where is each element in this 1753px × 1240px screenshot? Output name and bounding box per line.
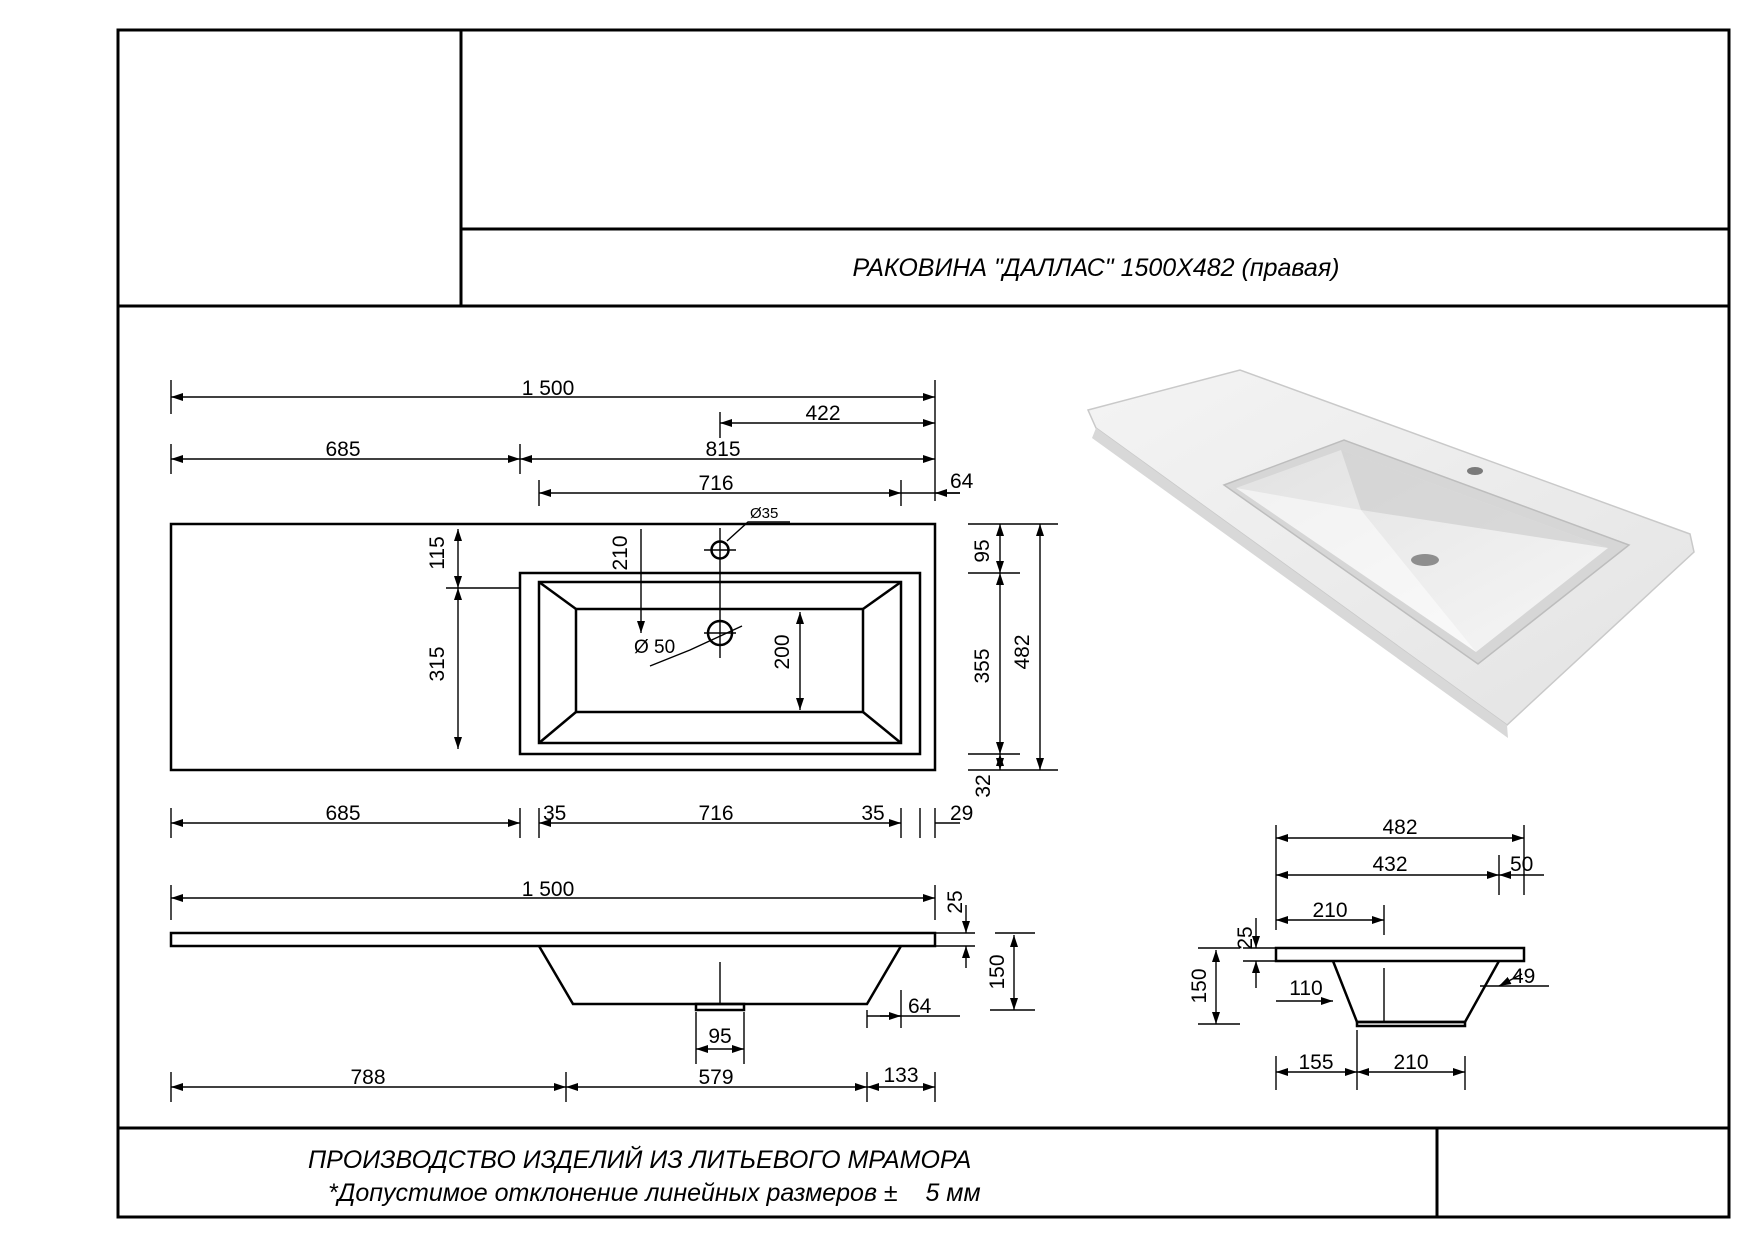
dim-bowl-top: 115: [426, 536, 449, 569]
dim-drain-hole: Ø 50: [634, 637, 675, 658]
dim-rim-right: 35: [861, 802, 884, 825]
dim-tap-offset: 422: [805, 402, 840, 425]
footer-tolerance-line: *Допустимое отклонение линейных размеров…: [328, 1178, 981, 1208]
dim-side-bottom-left: 155: [1298, 1051, 1333, 1074]
sink-image-drain: [1411, 554, 1439, 566]
dim-bottom-left: 685: [325, 802, 360, 825]
dim-side-back-slope: 110: [1289, 977, 1322, 1000]
front-view-dimensions: [170, 885, 1035, 1102]
dim-side-front-slope: 49: [1512, 965, 1535, 988]
dim-side-bottom-width: 210: [1393, 1051, 1428, 1074]
dim-right-part: 815: [705, 438, 740, 461]
dim-bowl-outer: 716: [698, 472, 733, 495]
dim-side-depth: 482: [1382, 816, 1417, 839]
sheet-frame: [116, 28, 1731, 1219]
dim-right-margin: 64: [950, 470, 974, 493]
dim-middle: 355: [971, 648, 994, 683]
dim-tap-hole: Ø35: [750, 505, 778, 522]
dim-bottom-bowl: 716: [698, 802, 733, 825]
front-view-labels: 1 500 25 150 64 95 788 579 133: [350, 878, 1009, 1089]
side-view-labels: 482 432 50 210 25 150 110 49 155 210: [1188, 816, 1535, 1074]
dim-side-to-drain: 210: [1312, 899, 1347, 922]
dim-side-height: 150: [1188, 968, 1211, 1003]
dim-inner-height: 200: [771, 634, 794, 669]
dim-front-bowl-bottom: 579: [698, 1066, 733, 1089]
dim-top-edge: 95: [971, 539, 994, 562]
footer-company-line: ПРОИЗВОДСТВО ИЗДЕЛИЙ ИЗ ЛИТЬЕВОГО МРАМОР…: [308, 1146, 972, 1174]
dim-front-right-slope: 64: [908, 995, 932, 1018]
dim-total-depth: 482: [1011, 634, 1034, 669]
top-view: [169, 522, 937, 772]
dim-side-inner: 432: [1372, 853, 1407, 876]
dim-front-width: 1 500: [522, 878, 575, 901]
dim-total-width: 1 500: [522, 377, 575, 400]
dim-front-height: 150: [986, 954, 1009, 989]
footer-tolerance-text: *Допустимое отклонение линейных размеров…: [328, 1179, 898, 1207]
dim-front-thickness: 25: [944, 890, 967, 913]
front-view: [169, 931, 937, 1012]
dim-bowl-depth: 315: [426, 646, 449, 681]
dim-right-gap: 29: [950, 802, 973, 825]
drawing-title: РАКОВИНА "ДАЛЛАС" 1500Х482 (правая): [852, 254, 1340, 282]
dim-side-front: 50: [1510, 853, 1533, 876]
side-view-dimensions: [1198, 825, 1549, 1090]
dim-front-drain: 95: [708, 1025, 731, 1048]
dim-bottom-edge: 32: [972, 774, 995, 797]
sink-perspective-image: [1086, 369, 1695, 738]
side-view: [1274, 946, 1526, 1028]
top-view-dimensions: [170, 380, 1058, 838]
footer-tolerance-value: 5 мм: [925, 1179, 981, 1207]
sink-image-tap-hole: [1467, 467, 1483, 475]
dim-rim-left: 35: [543, 802, 566, 825]
dim-left-part: 685: [325, 438, 360, 461]
dim-front-left-offset: 788: [350, 1066, 385, 1089]
dim-side-thickness: 25: [1234, 926, 1257, 949]
top-view-labels: 1 500 422 685 815 716 64 Ø35 Ø 50 115 31…: [325, 377, 1034, 825]
dim-front-right-offset: 133: [883, 1064, 918, 1087]
dim-tap-to-drain: 210: [609, 535, 632, 570]
